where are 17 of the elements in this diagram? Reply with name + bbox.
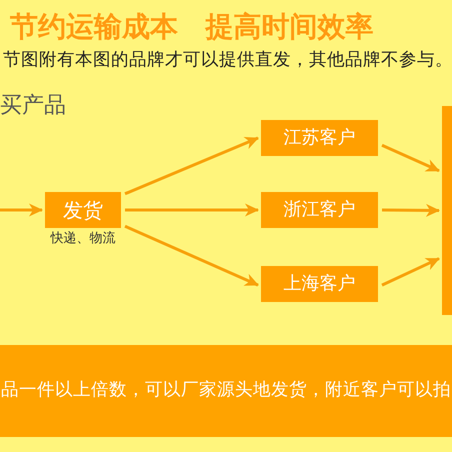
node-caption: 快递、物流 (50, 232, 116, 246)
customer-box: 上海客户 (261, 266, 378, 302)
customer-box: 浙江客户 (261, 192, 378, 228)
customer-box: 江苏客户 (261, 120, 378, 156)
info-band: 品一件以上倍数，可以厂家源头地发货，附近客户可以拍 (0, 345, 452, 437)
arrow (124, 224, 259, 286)
notice-text: 节图附有本图的品牌才可以提供直发，其他品牌不参与。 (3, 51, 452, 70)
arrow (381, 257, 440, 286)
arrow (125, 204, 259, 216)
destination-bar (442, 106, 452, 315)
section-heading: 买产品 (0, 94, 66, 118)
title: 节约运输成本 提高时间效率 (10, 12, 374, 43)
shipping-box: 发货 (45, 192, 121, 228)
arrow (124, 136, 259, 196)
arrow (382, 204, 440, 217)
arrow (381, 144, 440, 172)
arrow (0, 204, 43, 216)
